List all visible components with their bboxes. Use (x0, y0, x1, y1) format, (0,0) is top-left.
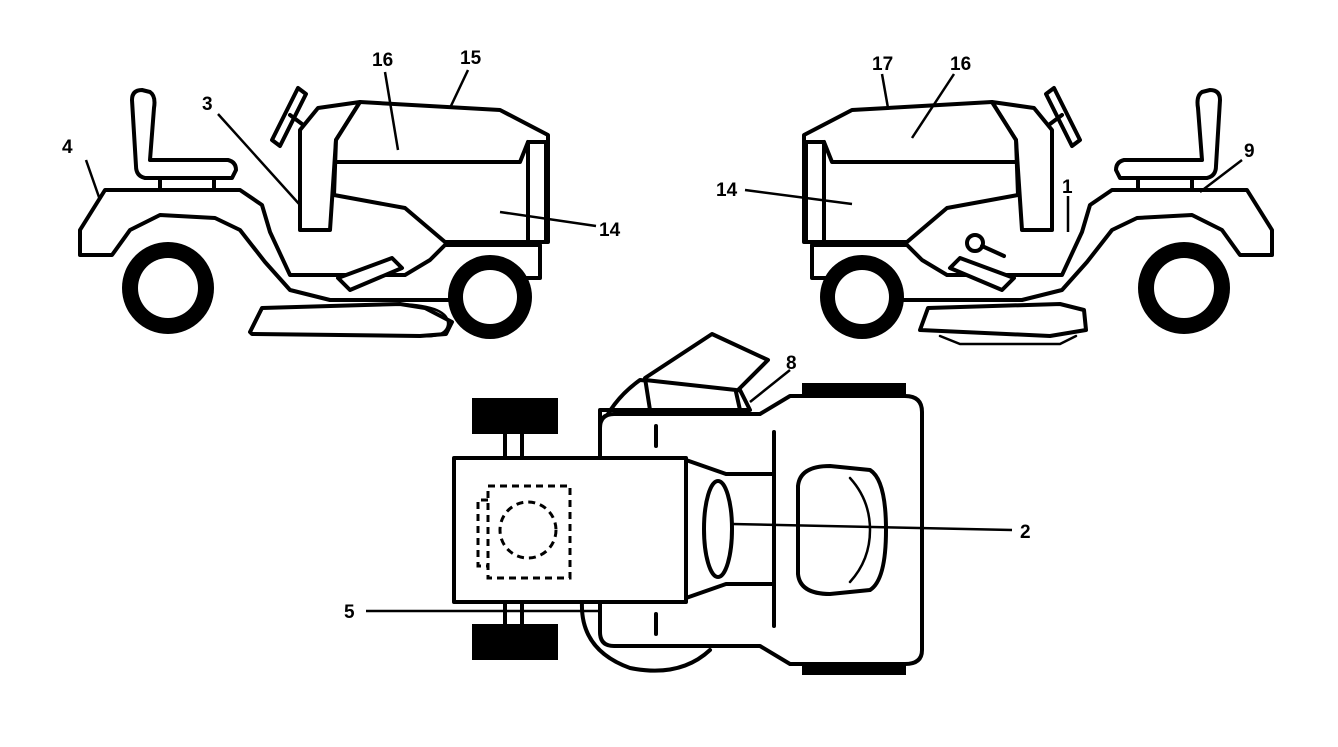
top-engine-square (486, 484, 572, 580)
right-deck-skirt (938, 334, 1078, 346)
right-view-leaders (744, 73, 1243, 232)
top-front-tire-upper (802, 383, 906, 397)
right-hood (802, 100, 1020, 244)
callout-16-left: 16 (372, 50, 393, 71)
left-rear-fender (78, 188, 542, 302)
callout-14-right: 14 (716, 180, 738, 201)
right-rear-wheel-hub (1154, 258, 1214, 318)
left-grille (526, 140, 548, 244)
top-discharge-chute (643, 332, 770, 412)
callout-17: 17 (872, 54, 893, 75)
top-deck-lower-curve (579, 600, 712, 673)
right-seat-post (1136, 176, 1194, 192)
callout-1: 1 (1062, 177, 1073, 198)
right-side-view (802, 86, 1274, 346)
left-pedal (336, 256, 404, 292)
top-steering-wheel (702, 479, 734, 579)
left-hood (332, 100, 550, 244)
top-hood-detail (848, 476, 872, 584)
callout-15: 15 (460, 48, 482, 69)
left-mower-deck (248, 302, 454, 338)
left-side-view (78, 86, 550, 339)
top-hood-shape (796, 464, 888, 596)
left-seat (130, 88, 238, 180)
callout-5: 5 (344, 602, 355, 623)
top-chute-line (643, 378, 738, 392)
callout-16-right: 16 (950, 54, 971, 75)
callout-4: 4 (62, 137, 73, 158)
top-rear-axle (503, 432, 524, 626)
left-view-leaders (84, 69, 597, 228)
right-pedal (948, 256, 1016, 292)
top-view (452, 332, 924, 675)
right-lever (980, 244, 1006, 258)
top-engine-bracket (476, 498, 488, 568)
left-seat-post (158, 176, 216, 192)
top-rear-tire-lower (472, 624, 558, 660)
left-front-wheel-hub (463, 270, 517, 324)
right-hood-line (822, 140, 1018, 164)
right-lever-knob (965, 233, 985, 253)
top-engine-circle (498, 500, 558, 560)
callout-labels: 4 3 16 15 14 17 16 14 1 9 8 2 5 (62, 48, 1255, 623)
callout-14-left: 14 (599, 220, 621, 241)
top-rear-tire-upper (472, 398, 558, 434)
left-discharge-chute (398, 302, 450, 338)
top-view-leaders (366, 369, 1013, 613)
callout-9: 9 (1244, 141, 1255, 162)
right-seat (1114, 88, 1222, 180)
top-steering-column (684, 458, 776, 600)
right-mower-deck (918, 302, 1088, 338)
right-rear-fender (810, 188, 1274, 302)
callout-2: 2 (1020, 522, 1031, 543)
callout-8: 8 (786, 353, 797, 374)
callout-3: 3 (202, 94, 213, 115)
left-hood-line (334, 140, 530, 164)
right-front-wheel-hub (835, 270, 889, 324)
left-rear-wheel-hub (138, 258, 198, 318)
right-grille (804, 140, 826, 244)
